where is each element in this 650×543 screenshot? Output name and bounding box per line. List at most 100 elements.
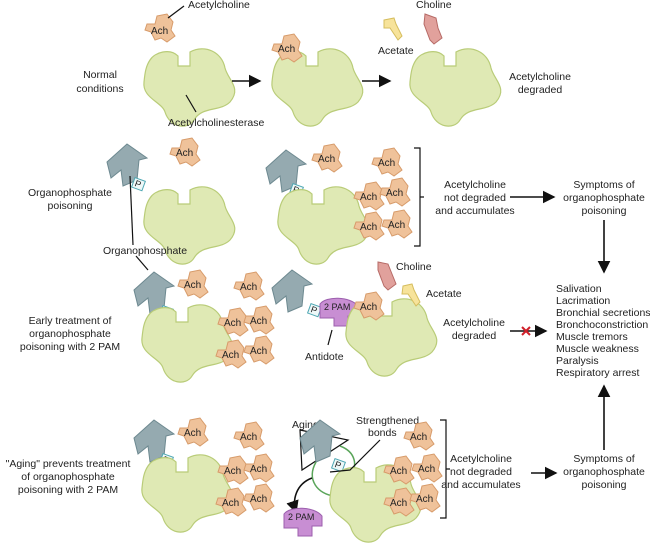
ach-molecule: Ach [144, 13, 176, 43]
ach-label: Ach [388, 220, 405, 231]
acetylcholinesterase-label: Acetylcholinesterase [168, 117, 264, 129]
ach-molecule: Ach [169, 137, 201, 167]
p-label: P [309, 304, 318, 315]
ach-label: Ach [151, 26, 168, 37]
row-aging: "Aging" prevents treatment of organophos… [6, 384, 645, 543]
choline-label: Choline [396, 261, 432, 273]
outcome-line: Acetylcholine [444, 179, 506, 191]
result-line: Symptoms of [573, 453, 634, 465]
enzyme-shape [409, 48, 502, 127]
row-normal: Normal conditions Ach Acetylcholine Acet… [76, 0, 571, 129]
ach-label: Ach [416, 494, 433, 505]
row-label-line: Early treatment of [29, 315, 112, 327]
acetate-label: Acetate [426, 288, 462, 300]
ach-label: Ach [378, 158, 395, 169]
symptom-item: Paralysis [556, 355, 599, 367]
acetate-label: Acetate [378, 45, 414, 57]
pam-molecule: 2 PAM [319, 297, 359, 327]
symptom-item: Salivation [556, 283, 602, 295]
row-label-line: conditions [76, 83, 123, 95]
outcome-line: not degraded [450, 466, 512, 478]
phosphate-tag: P [330, 457, 346, 473]
row-label-line: poisoning with 2 PAM [20, 341, 120, 353]
ach-cluster: Ach Ach Ach Ach Ach Ach [177, 269, 275, 369]
ach-label: Ach [360, 192, 377, 203]
result-line: Symptoms of [573, 179, 634, 191]
outcome-line: degraded [452, 330, 497, 342]
result-line: organophosphate [563, 466, 645, 478]
leader-line [167, 5, 185, 19]
symptom-item: Bronchoconstriction [556, 319, 648, 331]
outcome-line: and accumulates [441, 479, 520, 491]
ach-label: Ach [184, 280, 201, 291]
outcome-line: not degraded [444, 192, 506, 204]
ach-label: Ach [176, 148, 193, 159]
row-label-line: poisoning with 2 PAM [18, 484, 118, 496]
ach-label: Ach [222, 350, 239, 361]
ach-label: Ach [224, 466, 241, 477]
strengthened-bonds-label: Strengthened [356, 415, 419, 427]
leader-line [129, 175, 134, 246]
ach-label: Ach [240, 432, 257, 443]
pam-rejected-arrow [286, 477, 313, 514]
ach-label: Ach [360, 302, 377, 313]
ach-label: Ach [386, 188, 403, 199]
outcome-line: Acetylcholine [450, 453, 512, 465]
pam-label: 2 PAM [324, 302, 350, 312]
leader-line [185, 94, 197, 113]
choline-label: Choline [416, 0, 452, 11]
result-line: organophosphate [563, 192, 645, 204]
ach-cluster: Ach Ach Ach Ach Ach [383, 421, 443, 517]
acetylcholine-label: Acetylcholine [188, 0, 250, 11]
choline-molecule [377, 261, 397, 291]
outcome-line: degraded [518, 84, 563, 96]
ach-label: Ach [184, 428, 201, 439]
ach-label: Ach [222, 498, 239, 509]
ach-label: Ach [410, 432, 427, 443]
symptom-item: Muscle tremors [556, 331, 628, 343]
ach-label: Ach [250, 346, 267, 357]
ach-label: Ach [390, 498, 407, 509]
ach-label: Ach [224, 318, 241, 329]
enzyme-shape [143, 48, 236, 127]
ach-molecule: Ach [271, 33, 303, 63]
symptom-item: Muscle weakness [556, 343, 639, 355]
ach-label: Ach [250, 494, 267, 505]
ach-label: Ach [250, 464, 267, 475]
row-label-line: of organophosphate [21, 471, 115, 483]
blocked-x-icon [521, 326, 531, 336]
leader-line [329, 439, 381, 473]
symptom-item: Respiratory arrest [556, 367, 640, 379]
row-op-poisoning: Organophosphate poisoning P Ach Organoph… [28, 137, 645, 274]
row-label-line: organophosphate [29, 328, 111, 340]
row-label-line: poisoning [48, 200, 93, 212]
symptoms-list: Salivation Lacrimation Bronchial secreti… [556, 283, 650, 379]
p-label: P [333, 459, 342, 470]
strengthened-bonds-label: bonds [368, 427, 397, 439]
pam-label: 2 PAM [288, 512, 314, 522]
row-label-line: Normal [83, 69, 117, 81]
bracket [414, 147, 424, 247]
phosphate-tag: P [130, 176, 146, 192]
ach-label: Ach [390, 466, 407, 477]
outcome-line: Acetylcholine [443, 317, 505, 329]
ach-cluster: Ach Ach Ach Ach Ach Ach [177, 417, 275, 517]
enzyme-shape [141, 304, 234, 383]
enzyme-shape [141, 454, 234, 533]
outcome-line: Acetylcholine [509, 71, 571, 83]
ach-label: Ach [318, 154, 335, 165]
acetate-molecule [401, 283, 421, 307]
acetate-molecule [383, 17, 403, 41]
pam-molecule: 2 PAM [283, 507, 323, 537]
ach-label: Ach [240, 282, 257, 293]
row-label-line: "Aging" prevents treatment [6, 458, 131, 470]
row-label-line: Organophosphate [28, 187, 112, 199]
ach-label: Ach [418, 464, 435, 475]
ach-label: Ach [278, 44, 295, 55]
ach-label: Ach [360, 222, 377, 233]
result-line: poisoning [582, 479, 627, 491]
leader-line [327, 329, 333, 346]
enzyme-shape [271, 48, 364, 127]
outcome-line: and accumulates [435, 205, 514, 217]
